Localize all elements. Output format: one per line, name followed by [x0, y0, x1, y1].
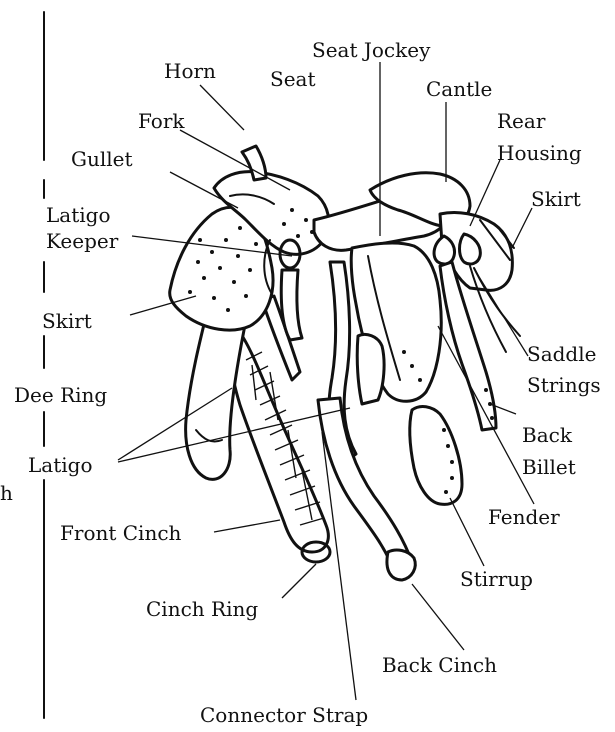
back-cinch-drawing [318, 398, 415, 580]
label-saddle-strings-line2: Strings [527, 373, 601, 397]
label-fork: Fork [138, 109, 185, 133]
label-fragment: h [0, 481, 13, 505]
leader-stirrup [450, 498, 484, 566]
leader-skirt-right [512, 208, 532, 248]
label-seat: Seat [270, 67, 316, 91]
label-back-billet-line2: Billet [522, 455, 576, 479]
label-stirrup: Stirrup [460, 567, 533, 591]
label-dee-ring: Dee Ring [14, 383, 107, 407]
label-gullet: Gullet [71, 147, 133, 171]
label-cinch-ring: Cinch Ring [146, 597, 258, 621]
label-cantle: Cantle [426, 77, 492, 101]
label-back-cinch: Back Cinch [382, 653, 497, 677]
stirrup-drawing [410, 407, 462, 505]
label-skirt-left: Skirt [42, 309, 92, 333]
leader-front-cinch [214, 520, 280, 532]
label-latigo-keeper-line1: Latigo [46, 203, 110, 227]
labels: Horn Seat Seat Jockey Cantle Fork Rear H… [0, 38, 601, 727]
front-cinch-drawing [231, 330, 329, 552]
label-fender: Fender [488, 505, 560, 529]
leader-latigo-2 [118, 408, 350, 462]
leader-horn [200, 85, 244, 130]
label-latigo-keeper-line2: Keeper [46, 229, 119, 253]
leader-back-cinch [412, 584, 464, 650]
label-front-cinch: Front Cinch [60, 521, 182, 545]
label-horn: Horn [164, 59, 216, 83]
label-back-billet-line1: Back [522, 423, 573, 447]
leader-cinch-ring [282, 564, 316, 598]
label-skirt-right: Skirt [531, 187, 581, 211]
leader-rear-housing [470, 160, 500, 226]
label-rear-housing-line2: Housing [497, 141, 582, 165]
label-seat-jockey: Seat Jockey [312, 38, 431, 62]
label-saddle-strings-line1: Saddle [527, 342, 596, 366]
label-latigo: Latigo [28, 453, 92, 477]
label-connector-strap: Connector Strap [200, 703, 368, 727]
saddle-illustration [170, 146, 520, 580]
label-rear-housing-line1: Rear [497, 109, 546, 133]
